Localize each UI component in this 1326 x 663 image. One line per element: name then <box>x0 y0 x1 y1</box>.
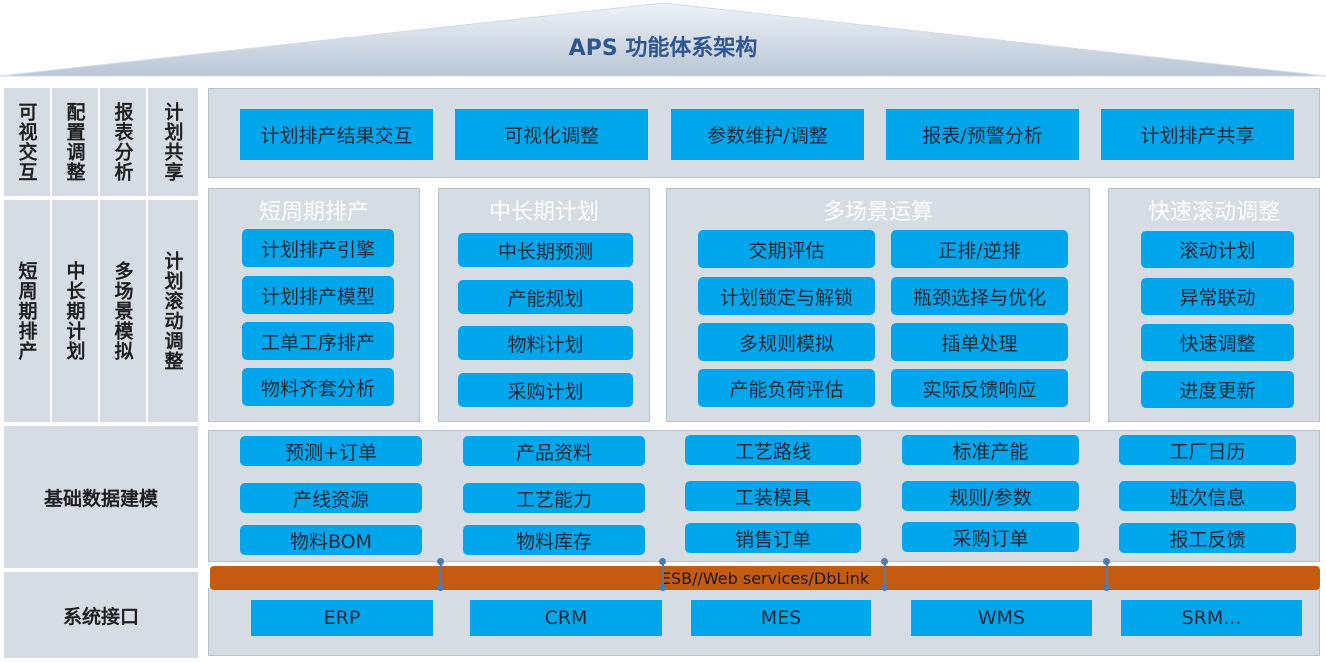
multi-scene-item: 实际反馈响应 <box>891 369 1068 407</box>
multi-scene-item: 瓶颈选择与优化 <box>891 277 1068 315</box>
label-report-analysis: 报表分析 <box>100 88 146 196</box>
top-box-result-interaction: 计划排产结果交互 <box>240 109 433 160</box>
base-data-item: 产品资料 <box>463 436 645 466</box>
multi-scene-item: 交期评估 <box>698 230 875 268</box>
base-data-item: 规则/参数 <box>902 481 1079 511</box>
label-rolling: 计划滚动调整 <box>148 200 198 422</box>
label-plan-share: 计划共享 <box>148 88 198 196</box>
system-box-mes: MES <box>691 600 871 636</box>
bus-connector <box>884 561 886 588</box>
top-box-plan-share: 计划排产共享 <box>1101 109 1294 160</box>
label-short-cycle: 短周期排产 <box>4 200 50 422</box>
short-cycle-item: 计划排产引擎 <box>242 229 394 267</box>
mid-long-item: 采购计划 <box>458 373 633 407</box>
base-data-item: 产线资源 <box>240 483 422 513</box>
label-system-interface: 系统接口 <box>4 572 198 658</box>
label-multi-scene: 多场景模拟 <box>100 200 146 422</box>
multi-scene-item: 产能负荷评估 <box>698 369 875 407</box>
mid-long-item: 产能规划 <box>458 280 633 314</box>
system-box-crm: CRM <box>470 600 662 636</box>
mid-long-item: 物料计划 <box>458 326 633 360</box>
short-cycle-item: 物料齐套分析 <box>242 368 394 406</box>
top-box-visual-adjust: 可视化调整 <box>455 109 648 160</box>
short-cycle-item: 计划排产模型 <box>242 276 394 314</box>
rolling-item: 滚动计划 <box>1141 231 1294 268</box>
top-box-report-alert: 报表/预警分析 <box>886 109 1079 160</box>
base-data-item: 工厂日历 <box>1119 435 1296 465</box>
label-mid-long: 中长期计划 <box>52 200 98 422</box>
esb-bus: ESB//Web services/DbLink <box>210 566 1320 590</box>
label-visual-interaction: 可视交互 <box>4 88 50 196</box>
base-data-item: 工艺能力 <box>463 483 645 513</box>
base-data-item: 采购订单 <box>902 522 1079 552</box>
base-data-item: 班次信息 <box>1119 481 1296 511</box>
rolling-item: 快速调整 <box>1141 324 1294 361</box>
base-data-item: 销售订单 <box>685 523 861 553</box>
rolling-title: 快速滚动调整 <box>1147 200 1280 225</box>
label-config-adjust: 配置调整 <box>52 88 98 196</box>
multi-scene-item: 多规则模拟 <box>698 323 875 361</box>
rolling-item: 异常联动 <box>1141 278 1294 315</box>
bus-connector <box>662 561 664 588</box>
system-box-erp: ERP <box>251 600 433 636</box>
bus-connector <box>1106 561 1108 588</box>
connector-dot <box>437 584 444 591</box>
connector-dot <box>1103 584 1110 591</box>
mid-long-title: 中长期计划 <box>488 200 599 225</box>
connector-dot <box>437 558 444 565</box>
base-data-item: 工装模具 <box>685 481 861 511</box>
short-cycle-title: 短周期排产 <box>258 200 369 225</box>
short-cycle-item: 工单工序排产 <box>242 322 394 360</box>
esb-bus-label: ESB//Web services/DbLink <box>660 568 870 588</box>
rolling-item: 进度更新 <box>1141 371 1294 408</box>
bus-connector <box>440 561 442 588</box>
page-title: APS 功能体系架构 <box>568 36 758 61</box>
base-data-item: 物料库存 <box>463 525 645 555</box>
base-data-item: 报工反馈 <box>1119 523 1296 553</box>
system-box-srm: SRM... <box>1121 600 1302 636</box>
connector-dot <box>659 584 666 591</box>
multi-scene-title: 多场景运算 <box>822 200 933 225</box>
multi-scene-item: 正排/逆排 <box>891 230 1068 268</box>
roof-banner <box>0 2 1326 77</box>
connector-dot <box>659 558 666 565</box>
base-data-item: 工艺路线 <box>685 435 861 465</box>
multi-scene-item: 计划锁定与解锁 <box>698 277 875 315</box>
system-box-wms: WMS <box>911 600 1092 636</box>
multi-scene-item: 插单处理 <box>891 323 1068 361</box>
top-box-param-maintain: 参数维护/调整 <box>671 109 864 160</box>
connector-dot <box>1103 558 1110 565</box>
base-data-item: 预测+订单 <box>240 436 422 466</box>
base-data-item: 标准产能 <box>902 435 1079 465</box>
base-data-item: 物料BOM <box>240 525 422 555</box>
mid-long-item: 中长期预测 <box>458 233 633 267</box>
connector-dot <box>881 584 888 591</box>
connector-dot <box>881 558 888 565</box>
label-base-data: 基础数据建模 <box>4 426 198 568</box>
